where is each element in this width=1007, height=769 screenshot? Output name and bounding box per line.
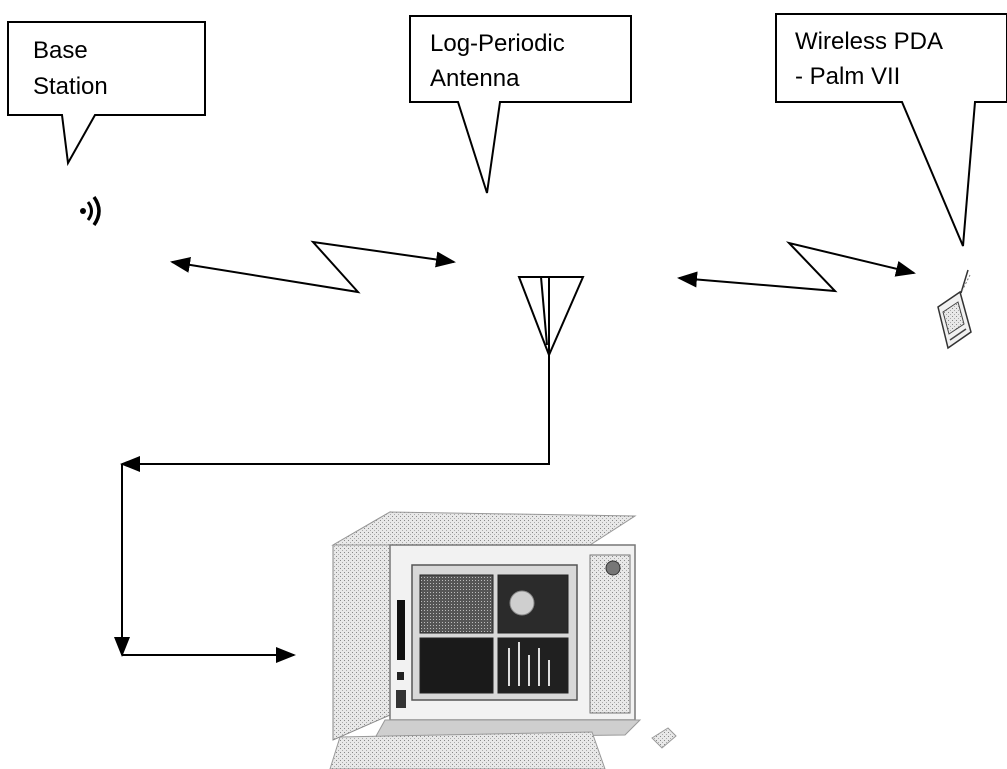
pda-device-icon <box>937 269 972 350</box>
spectrum-analyzer-computer-icon <box>329 511 677 769</box>
callout-base-station-line-1: Base <box>33 37 88 64</box>
rf-link-antenna-to-pda <box>677 241 916 293</box>
callout-base-station-line-2: Station <box>33 73 108 100</box>
callout-antenna-line-1: Log-Periodic <box>430 30 565 57</box>
feed-line <box>114 355 550 663</box>
callout-log-periodic-antenna: Log-Periodic Antenna <box>409 15 632 194</box>
radio-waves-icon <box>80 195 101 227</box>
callout-base-station: Base Station <box>7 21 206 167</box>
antenna-icon <box>517 276 585 358</box>
callout-antenna-line-2: Antenna <box>430 65 520 92</box>
callout-wireless-pda: Wireless PDA - Palm VII <box>775 13 1007 247</box>
rf-link-base-to-antenna <box>170 240 456 294</box>
callout-pda-line-1: Wireless PDA <box>795 28 943 55</box>
callout-pda-line-2: - Palm VII <box>795 63 900 90</box>
